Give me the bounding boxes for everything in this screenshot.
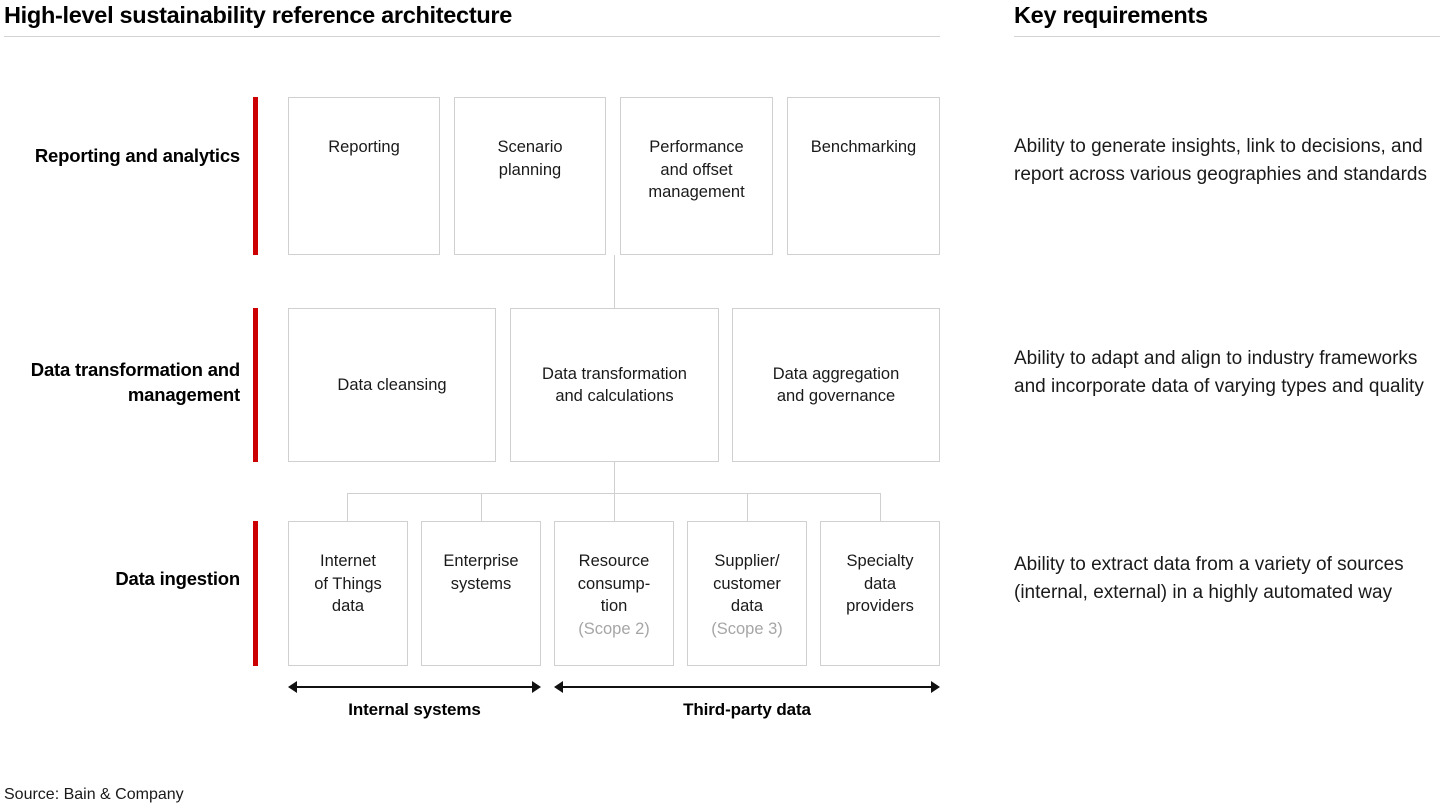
arrow-head-left-icon [554, 681, 563, 693]
requirements-divider [1014, 36, 1440, 37]
node-internet-of-things-data[interactable]: Internet of Things data [288, 521, 408, 666]
arrow-shaft [295, 686, 534, 688]
connector-drop-5 [880, 493, 881, 521]
row-accent-bar-data-transformation [253, 308, 258, 462]
node-label-main: Supplier/ customer data [713, 552, 781, 615]
connector-drop-1 [347, 493, 348, 521]
node-supplier-customer-data[interactable]: Supplier/ customer data (Scope 3) [687, 521, 807, 666]
node-label: Supplier/ customer data (Scope 3) [705, 522, 789, 640]
arrow-head-right-icon [532, 681, 541, 693]
node-benchmarking[interactable]: Benchmarking [787, 97, 940, 255]
node-label: Enterprise systems [443, 552, 519, 593]
row-label-data-transformation-and-management: Data transformation and management [30, 359, 240, 405]
node-scope-label: (Scope 2) [578, 619, 650, 638]
connector-row2-trunk [614, 462, 615, 493]
arrow-head-left-icon [288, 681, 297, 693]
node-label: Internet of Things data [314, 552, 382, 615]
node-label: Specialty data providers [846, 552, 914, 615]
row-accent-bar-reporting [253, 97, 258, 255]
bracket-arrow-third-party-data [554, 678, 940, 696]
node-label: Data cleansing [337, 375, 447, 394]
requirement-data-ingestion: Ability to extract data from a variety o… [1014, 554, 1404, 603]
node-label: Data transformation and calculations [542, 364, 687, 406]
node-performance-and-offset-management[interactable]: Performance and offset management [620, 97, 773, 255]
node-data-transformation-and-calculations[interactable]: Data transformation and calculations [510, 308, 719, 462]
page-title: High-level sustainability reference arch… [4, 2, 513, 28]
connector-drop-3 [614, 493, 615, 521]
requirement-reporting-and-analytics: Ability to generate insights, link to de… [1014, 136, 1427, 185]
node-label: Reporting [328, 138, 400, 156]
node-label: Data aggregation and governance [772, 364, 900, 406]
node-specialty-data-providers[interactable]: Specialty data providers [820, 521, 940, 666]
bracket-arrow-internal-systems [288, 678, 541, 696]
connector-drop-4 [747, 493, 748, 521]
node-label: Scenario planning [497, 138, 563, 179]
node-label-main: Resource consump- tion [577, 552, 651, 615]
requirement-data-transformation-and-management: Ability to adapt and align to industry f… [1014, 348, 1424, 397]
bracket-label-third-party-data: Third-party data [683, 700, 811, 719]
node-enterprise-systems[interactable]: Enterprise systems [421, 521, 541, 666]
connector-row1-to-row2 [614, 255, 615, 308]
row-label-reporting-and-analytics: Reporting and analytics [34, 145, 240, 166]
node-reporting[interactable]: Reporting [288, 97, 440, 255]
title-divider [4, 36, 940, 37]
node-data-aggregation-and-governance[interactable]: Data aggregation and governance [732, 308, 940, 462]
node-data-cleansing[interactable]: Data cleansing [288, 308, 496, 462]
connector-drop-2 [481, 493, 482, 521]
row-accent-bar-data-ingestion [253, 521, 258, 666]
node-label: Resource consump- tion (Scope 2) [572, 522, 656, 640]
arrow-head-right-icon [931, 681, 940, 693]
arrow-shaft [561, 686, 933, 688]
bracket-label-internal-systems: Internal systems [348, 700, 481, 719]
node-label: Performance and offset management [648, 138, 745, 201]
node-scenario-planning[interactable]: Scenario planning [454, 97, 606, 255]
row-label-data-ingestion: Data ingestion [115, 568, 240, 589]
node-scope-label: (Scope 3) [711, 619, 783, 638]
source-note: Source: Bain & Company [4, 786, 184, 803]
key-requirements-title: Key requirements [1014, 2, 1208, 28]
node-resource-consumption[interactable]: Resource consump- tion (Scope 2) [554, 521, 674, 666]
node-label: Benchmarking [810, 138, 917, 156]
